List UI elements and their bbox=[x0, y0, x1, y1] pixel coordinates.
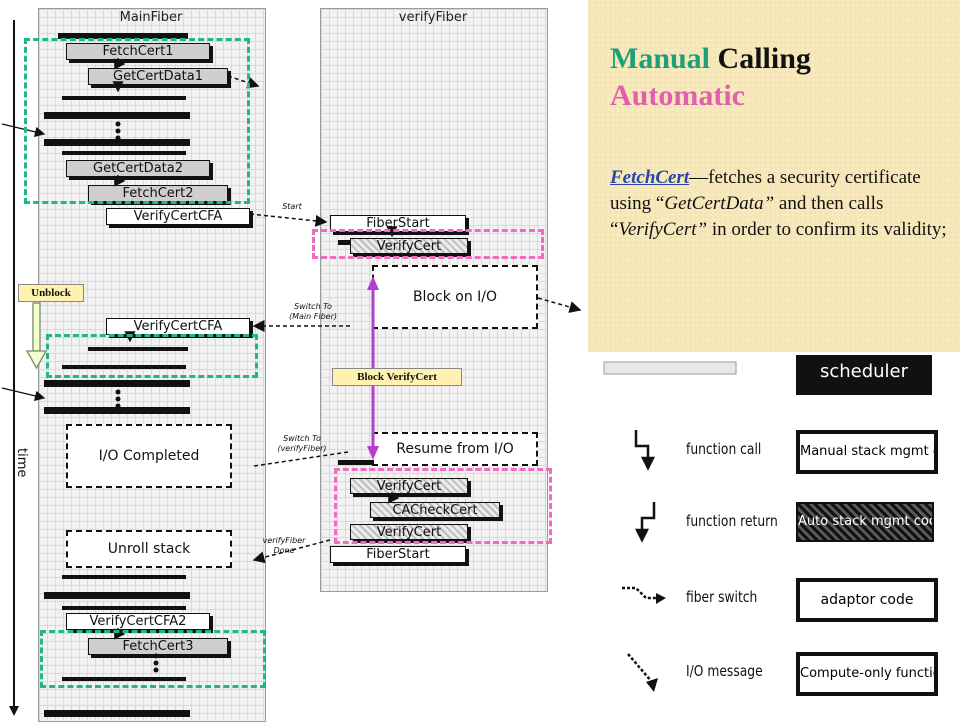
legend-label-function-call: function call bbox=[686, 440, 762, 458]
io-message-icon bbox=[627, 653, 658, 692]
adaptor-code-box: adaptor code bbox=[796, 578, 938, 622]
step-verifycertcfa2: VerifyCertCFA2 bbox=[66, 613, 210, 630]
thread-bar bbox=[88, 347, 188, 351]
description-panel: Manual Calling Automatic FetchCert—fetch… bbox=[588, 0, 960, 352]
thread-bar bbox=[44, 710, 190, 717]
thread-bar bbox=[62, 677, 186, 681]
time-label: time bbox=[14, 448, 29, 477]
highlight-fetchcert-region bbox=[24, 38, 250, 204]
auto-stack-mgmt-box: Auto stack mgmt code bbox=[796, 502, 934, 542]
manual-stack-mgmt-box: Manual stack mgmt code bbox=[796, 430, 938, 474]
step-verifycert-resume: VerifyCert bbox=[350, 478, 468, 494]
title-manual: Manual bbox=[610, 42, 711, 75]
start-annotation: Start bbox=[282, 202, 302, 211]
resume-from-io-box: Resume from I/O bbox=[372, 432, 538, 466]
step-fetchcert1: FetchCert1 bbox=[66, 43, 210, 60]
legend-label-function-return: function return bbox=[686, 512, 778, 530]
step-fiberstart-end: FiberStart bbox=[330, 546, 466, 563]
unroll-stack-box: Unroll stack bbox=[66, 530, 232, 568]
step-getcertdata2: GetCertData2 bbox=[66, 160, 210, 177]
step-cacheckcert: CACheckCert bbox=[370, 502, 500, 518]
scheduler-swatch bbox=[796, 355, 932, 395]
thread-bar bbox=[62, 606, 186, 610]
thread-bar bbox=[44, 139, 190, 146]
legend-graphics bbox=[603, 355, 932, 692]
thread-bar bbox=[58, 33, 188, 39]
thread-bar bbox=[62, 365, 186, 369]
step-verifycert-end: VerifyCert bbox=[350, 524, 468, 540]
time-axis: time bbox=[9, 20, 29, 716]
fetchcert-link[interactable]: FetchCert bbox=[610, 167, 690, 188]
block-verifycert-tag: Block VerifyCert bbox=[332, 368, 462, 386]
step-verifycertcfa-return: VerifyCertCFA bbox=[106, 318, 250, 335]
scheduler-label: scheduler bbox=[819, 361, 909, 382]
thread-bar bbox=[62, 151, 186, 155]
mainfiber-header: MainFiber bbox=[119, 10, 183, 25]
step-verifycert: VerifyCert bbox=[350, 238, 468, 254]
thread-bar bbox=[44, 380, 190, 387]
fiber-switch-icon bbox=[622, 586, 666, 604]
legend-step-swatch bbox=[603, 361, 737, 375]
slide-title: Manual Calling Automatic bbox=[610, 40, 811, 114]
unblock-tag: Unblock bbox=[18, 284, 84, 302]
highlight-verifycert-start bbox=[312, 229, 544, 259]
title-calling: Calling bbox=[717, 42, 811, 75]
function-return-icon bbox=[634, 502, 656, 543]
description-text: FetchCert—fetches a security certificate… bbox=[610, 167, 947, 240]
io-completed-box: I/O Completed bbox=[66, 424, 232, 488]
legend-label-fiber-switch: fiber switch bbox=[686, 588, 758, 606]
legend-label-io-message: I/O message bbox=[686, 662, 763, 680]
legend-panel: scheduler function call Manual stack mgm… bbox=[590, 352, 960, 720]
highlight-verifycertcfa-region bbox=[46, 334, 258, 378]
verifyfiber-header: verifyFiber bbox=[398, 10, 468, 25]
compute-only-function-box: Compute-only function bbox=[796, 652, 938, 696]
thread-bar bbox=[44, 112, 190, 119]
title-automatic: Automatic bbox=[610, 79, 745, 112]
switch-to-verify-annotation: Switch To (verifyFiber) bbox=[277, 434, 327, 453]
highlight-fetchcert3-region bbox=[40, 630, 266, 688]
thread-bar bbox=[44, 592, 190, 599]
thread-bar bbox=[44, 407, 190, 414]
switch-to-main-annotation: Switch To (Main Fiber) bbox=[289, 302, 337, 321]
step-getcertdata1: GetCertData1 bbox=[88, 68, 228, 85]
block-on-io-box: Block on I/O bbox=[372, 265, 538, 329]
verifyfiber-done-annotation: verifyFiber Done bbox=[262, 536, 306, 555]
step-verifycertcfa: VerifyCertCFA bbox=[106, 208, 250, 225]
thread-bar bbox=[62, 96, 186, 100]
step-fetchcert3: FetchCert3 bbox=[88, 638, 228, 655]
thread-bar bbox=[62, 575, 186, 579]
function-call-icon bbox=[634, 430, 656, 471]
highlight-verifycert-resume bbox=[334, 468, 552, 544]
